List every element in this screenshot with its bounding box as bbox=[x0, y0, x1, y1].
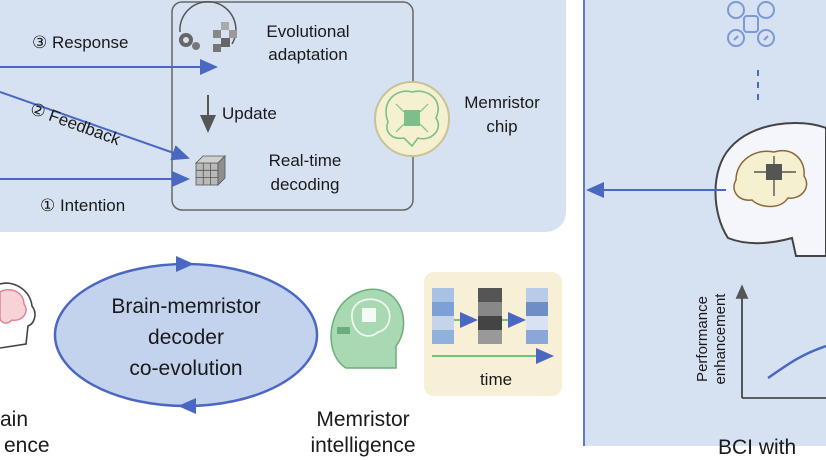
intention-label: ① Intention bbox=[40, 196, 125, 216]
coevolution-line-2: decoder bbox=[76, 326, 296, 350]
time-label: time bbox=[456, 370, 536, 390]
evolutional-label: Evolutional bbox=[248, 22, 368, 42]
memristor-head-icon bbox=[331, 289, 404, 368]
performance-axis-label-1: Performance bbox=[694, 284, 712, 394]
memristor-intelligence-line-2: intelligence bbox=[290, 434, 436, 458]
brain-head-icon-left bbox=[0, 283, 35, 348]
performance-curve bbox=[768, 346, 826, 378]
brain-label-partial-1: ain bbox=[0, 408, 28, 432]
drone-icon bbox=[728, 2, 774, 46]
performance-chart bbox=[742, 286, 826, 398]
memristor-intelligence-line-1: Memristor bbox=[290, 408, 436, 432]
decoding-cube-icon bbox=[196, 156, 225, 185]
head-with-chip-icon bbox=[716, 123, 826, 256]
coevolution-line-3: co-evolution bbox=[76, 357, 296, 381]
brain-label-partial-2: ence bbox=[4, 434, 50, 458]
evolving-cube-icon bbox=[213, 22, 237, 52]
bci-label-partial: BCI with bbox=[718, 436, 796, 460]
memristor-chip-icon bbox=[375, 82, 449, 156]
realtime-label: Real-time bbox=[250, 151, 360, 171]
response-label: ③ Response bbox=[32, 33, 129, 53]
performance-axis-label-2: enhancement bbox=[712, 284, 730, 394]
memristor-chip-label-1: Memristor bbox=[452, 93, 552, 113]
adaptation-label: adaptation bbox=[248, 45, 368, 65]
decoding-label: decoding bbox=[250, 175, 360, 195]
update-label: Update bbox=[222, 104, 277, 124]
memristor-chip-label-2: chip bbox=[452, 117, 552, 137]
coevolution-line-1: Brain-memristor bbox=[76, 295, 296, 319]
